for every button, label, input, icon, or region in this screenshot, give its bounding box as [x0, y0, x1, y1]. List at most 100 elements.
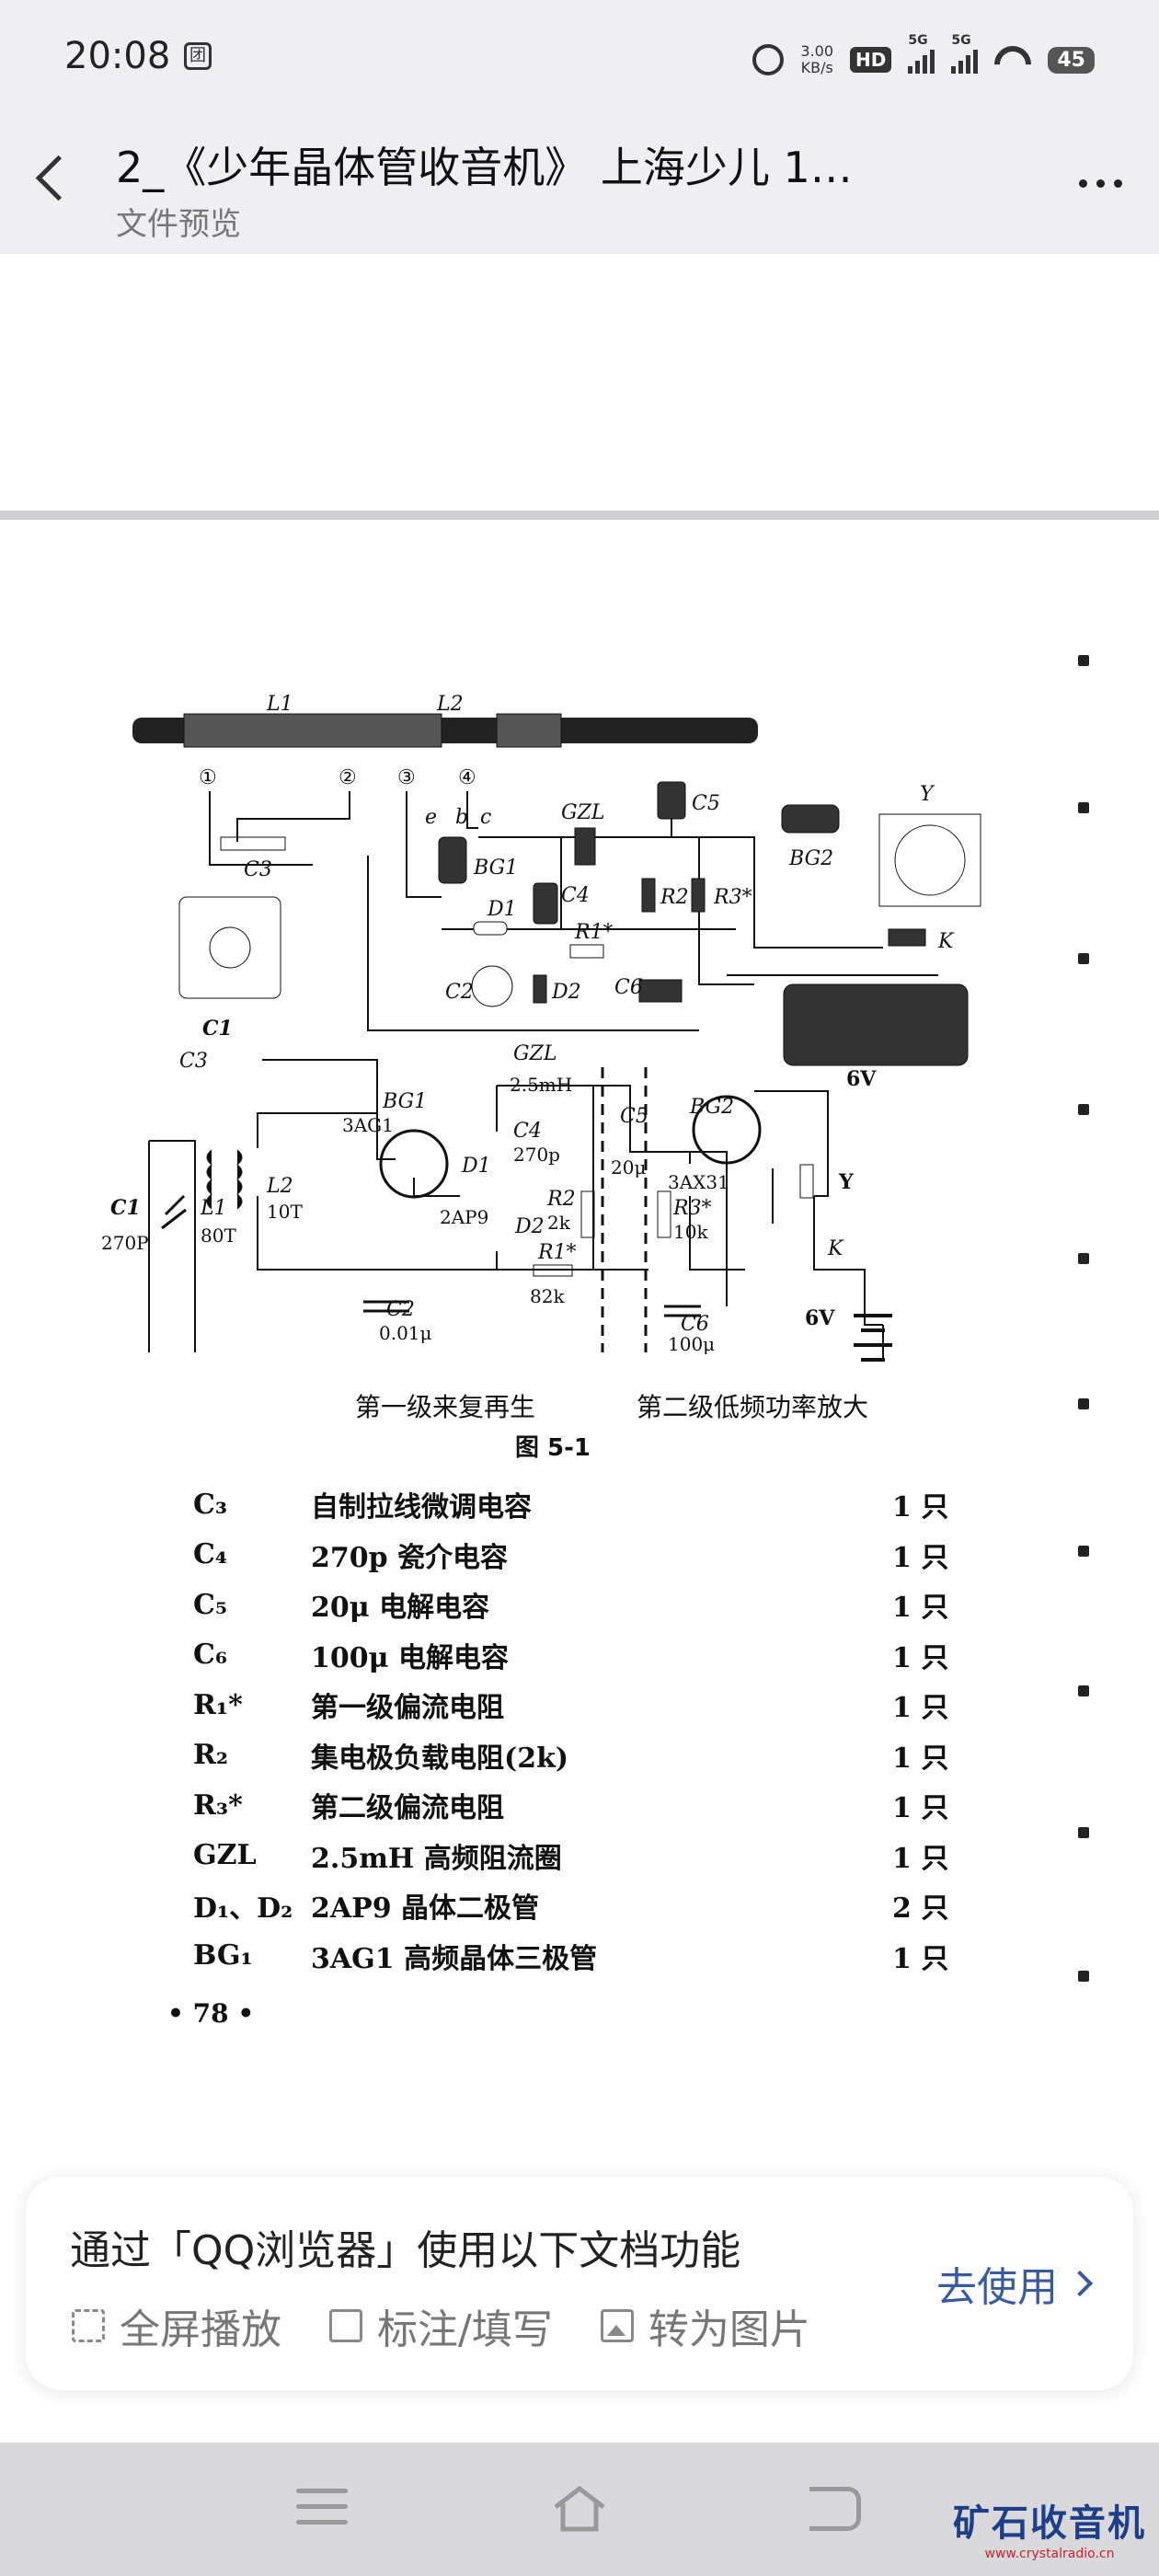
- part-code: C₄: [193, 1538, 228, 1571]
- label-c4: C4: [561, 884, 590, 907]
- label-bg2: BG2: [788, 847, 833, 870]
- sch-label-c6: C6: [681, 1313, 709, 1336]
- symbol-r2: [580, 1190, 595, 1238]
- site-watermark: 矿石收音机 www.crystalradio.cn: [953, 2493, 1146, 2561]
- diode-d2: [533, 974, 547, 1004]
- annotate-label: 标注/填写: [377, 2306, 553, 2353]
- sch-label-r1: R1*: [537, 1241, 577, 1264]
- label-gzl: GZL: [561, 801, 604, 824]
- part-code: R₂: [193, 1739, 229, 1772]
- list-item: C₄ 270p 瓷介电容 1 只: [193, 1530, 957, 1581]
- sch-label-2k: 2k: [547, 1212, 571, 1234]
- symbol-c2: [363, 1300, 409, 1313]
- page-separator: [0, 511, 1159, 520]
- net-speed-unit: KB/s: [800, 59, 833, 76]
- net-speed-value: 3.00: [800, 42, 834, 60]
- sch-label-d2: D2: [514, 1215, 545, 1238]
- label-r1: R1*: [574, 921, 614, 944]
- part-qty: 2 只: [892, 1892, 949, 1926]
- qq-browser-banner[interactable]: 通过「QQ浏览器」使用以下文档功能 全屏播放 标注/填写 转为图片 去使用: [26, 2177, 1133, 2390]
- battery-indicator: 45: [1048, 46, 1095, 74]
- back-nav-icon[interactable]: [809, 2487, 861, 2531]
- capacitor-c5: [657, 781, 686, 820]
- sch-label-y: Y: [838, 1170, 854, 1194]
- symbol-bg2: [692, 1095, 762, 1165]
- annotate-button[interactable]: 标注/填写: [329, 2296, 553, 2355]
- part-qty: 1 只: [892, 1541, 949, 1574]
- label-d1: D1: [487, 898, 517, 921]
- symbol-speaker: [799, 1164, 814, 1199]
- part-qty: 1 只: [892, 1842, 949, 1875]
- part-desc: 3AG1 高频晶体三极管: [311, 1942, 598, 1975]
- part-code: D₁、D₂: [193, 1892, 293, 1926]
- label-c5: C5: [692, 792, 720, 815]
- part-qty: 1 只: [892, 1641, 949, 1674]
- menu-icon[interactable]: [296, 2489, 348, 2536]
- sch-label-c2: C2: [386, 1298, 415, 1321]
- watermark-title: 矿石收音机: [953, 2502, 1146, 2545]
- signal-2-label: 5G: [951, 33, 971, 48]
- part-code: C₅: [193, 1588, 228, 1621]
- symbol-bg1: [379, 1129, 449, 1199]
- scan-mark: [1078, 1104, 1089, 1115]
- sch-label-r3: R3*: [672, 1197, 712, 1220]
- label-r2: R2: [660, 886, 689, 909]
- scan-mark: [1078, 1827, 1089, 1838]
- banner-title: 通过「QQ浏览器」使用以下文档功能: [70, 2227, 741, 2274]
- choke-gzl: [574, 827, 596, 866]
- label-6v: 6V: [846, 1067, 877, 1091]
- resistor-r2: [641, 878, 656, 913]
- coil-l2: [496, 713, 562, 748]
- image-icon: [600, 2309, 634, 2342]
- sch-label-gzl: GZL: [513, 1042, 557, 1065]
- coil-l1: [183, 713, 442, 748]
- sch-label-82k: 82k: [530, 1285, 565, 1307]
- label-l1: L1: [266, 693, 293, 716]
- battery-6v: [783, 983, 969, 1066]
- label-c: c: [480, 806, 491, 829]
- speaker-y: [878, 813, 981, 907]
- resistor-r1: [569, 944, 604, 959]
- part-code: R₁*: [193, 1688, 243, 1721]
- trimmer-c3: [220, 836, 286, 851]
- capacitor-c4: [533, 882, 558, 925]
- sch-label-c4: C4: [513, 1120, 542, 1143]
- fullscreen-icon: [72, 2309, 105, 2342]
- capacitor-c2: [471, 965, 513, 1007]
- signal-icon: 5G: [908, 33, 935, 74]
- terminal-2: ②: [339, 766, 357, 789]
- part-desc: 270p 瓷介电容: [311, 1541, 509, 1574]
- capacitor-c6: [638, 979, 683, 1003]
- sch-label-0-01u: 0.01μ: [379, 1322, 432, 1344]
- terminal-1: ①: [199, 766, 217, 789]
- back-icon[interactable]: [35, 155, 82, 201]
- sch-label-d1: D1: [461, 1155, 491, 1178]
- more-options-icon[interactable]: [1079, 179, 1122, 188]
- scan-mark: [1078, 1253, 1089, 1264]
- to-image-button[interactable]: 转为图片: [600, 2296, 810, 2355]
- sch-label-20u: 20μ: [611, 1156, 646, 1179]
- part-desc: 第二级偏流电阻: [311, 1792, 504, 1825]
- home-icon[interactable]: [552, 2485, 607, 2533]
- part-desc: 自制拉线微调电容: [311, 1491, 532, 1524]
- sch-label-270p: 270p: [513, 1144, 560, 1166]
- go-use-button[interactable]: 去使用: [936, 2254, 1094, 2313]
- fullscreen-button[interactable]: 全屏播放: [72, 2296, 281, 2355]
- status-time: 20:08: [64, 35, 171, 77]
- sch-label-c3: C3: [179, 1050, 208, 1073]
- sch-label-r2: R2: [546, 1188, 576, 1211]
- scan-mark: [1078, 1971, 1089, 1982]
- part-code: C₆: [193, 1639, 228, 1672]
- scan-mark: [1078, 655, 1089, 666]
- terminal-3: ③: [397, 766, 416, 789]
- sch-label-bg1: BG1: [382, 1090, 427, 1113]
- label-bg1: BG1: [473, 857, 518, 880]
- label-y: Y: [920, 783, 935, 806]
- circuit-figure: L1 L2 ① ② ③ ④ C3 C1 e b c BG1 GZL C4 C5 …: [101, 693, 981, 1362]
- transistor-bg1: [438, 836, 467, 884]
